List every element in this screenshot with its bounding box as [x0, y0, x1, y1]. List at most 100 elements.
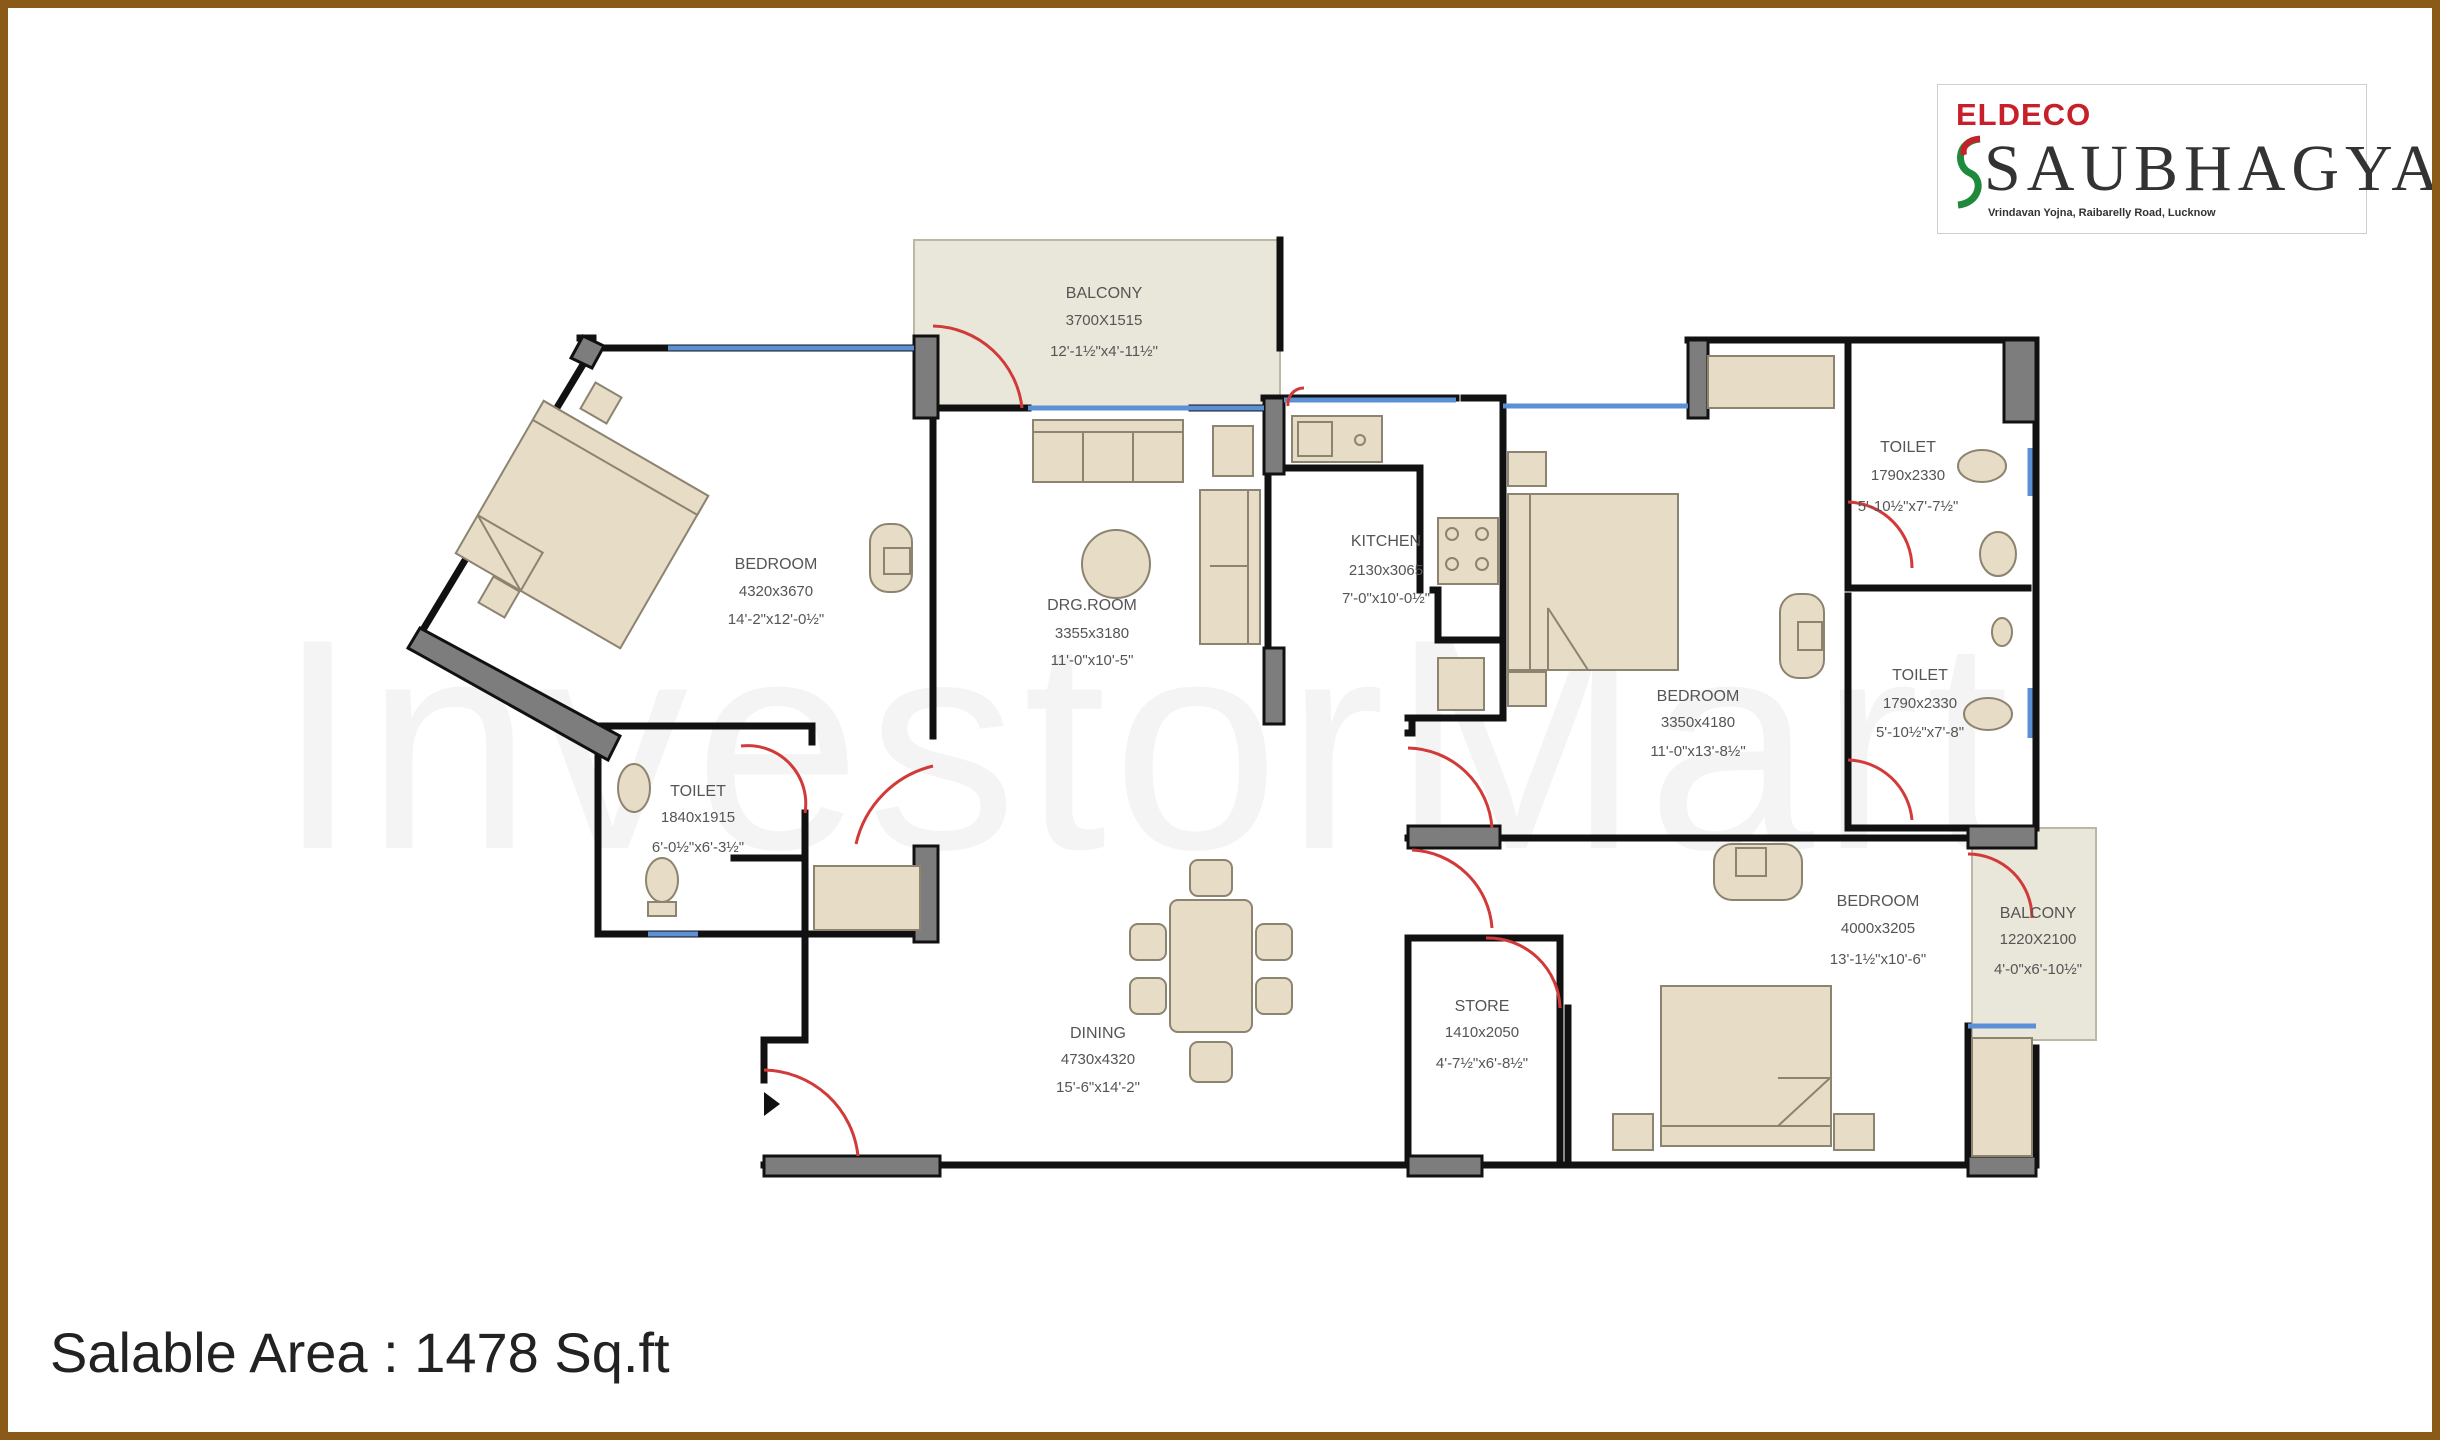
- room-name: TOILET: [670, 783, 726, 800]
- brand-name: ELDECO: [1956, 97, 2092, 132]
- room-name: BEDROOM: [1657, 688, 1740, 705]
- wc: [1957, 449, 2007, 483]
- counter: [813, 865, 921, 931]
- cooktop: [1437, 517, 1499, 585]
- room-size: 2130x3065: [1349, 562, 1423, 579]
- room-dims: 5'-10½"x7'-8": [1876, 724, 1964, 741]
- nightstand: [1507, 671, 1547, 707]
- project-logo: ELDECO SAUBHAGYAM Vrindavan Yojna, Raiba…: [1937, 84, 2432, 234]
- room-size: 1840x1915: [661, 809, 735, 826]
- fridge: [1437, 657, 1485, 711]
- door-swing: [740, 744, 808, 814]
- floor-plan: InvestorMart: [276, 236, 2097, 1178]
- column: [568, 334, 607, 370]
- bed-left: [454, 399, 710, 650]
- wc: [1963, 697, 2013, 731]
- coffee-table: [1081, 529, 1151, 599]
- room-labels: BALCONY 3700X1515 12'-1½"x4'-11½" BEDROO…: [652, 285, 2082, 1096]
- wall-kitchen-lower: [1429, 586, 1507, 644]
- room-dims: 15'-6"x14'-2": [1056, 1079, 1140, 1096]
- wc-cistern: [647, 901, 677, 917]
- room-dims: 14'-2"x12'-0½": [728, 611, 824, 628]
- bed-mid: [1507, 493, 1679, 671]
- column: [405, 625, 622, 763]
- study-desk-right: [1713, 843, 1803, 901]
- column: [762, 1154, 942, 1178]
- study-desk-left: [869, 523, 913, 593]
- column: [2002, 338, 2038, 424]
- room-size: 3350x4180: [1661, 714, 1735, 731]
- nightstand: [477, 575, 521, 619]
- room-dims: 11'-0"x10'-5": [1051, 652, 1134, 669]
- nightstand: [1507, 451, 1547, 487]
- sofa-2-seater: [1199, 489, 1261, 645]
- room-dims: 11'-0"x13'-8½": [1650, 743, 1745, 760]
- room-dims: 12'-1½"x4'-11½": [1050, 343, 1158, 360]
- furniture: [454, 355, 2033, 1157]
- column: [1262, 396, 1286, 476]
- room-size: 1790x2330: [1871, 467, 1945, 484]
- room-size: 1410x2050: [1445, 1024, 1519, 1041]
- door-swing: [1967, 852, 2034, 919]
- sofa-3-seater: [1032, 419, 1184, 483]
- swash-icon: [1957, 135, 1982, 209]
- room-dims: 6'-0½"x6'-3½": [652, 839, 744, 856]
- door-swing: [1407, 746, 1494, 829]
- room-name: BALCONY: [1066, 285, 1143, 302]
- study-desk-mid: [1779, 593, 1825, 679]
- wall-toilet-top: [1844, 336, 2032, 592]
- kitchen-sink: [1291, 415, 1383, 463]
- room-name: TOILET: [1892, 667, 1948, 684]
- column: [1686, 338, 1710, 420]
- room-dims: 7'-0"x10'-0½": [1342, 590, 1430, 607]
- door-swing: [763, 1068, 860, 1157]
- column: [1966, 824, 2038, 850]
- shower-tray: [1707, 355, 1835, 409]
- door-swing: [854, 764, 934, 845]
- room-name: DINING: [1070, 1025, 1126, 1042]
- counter: [1971, 1037, 2033, 1157]
- room-size: 3355x3180: [1055, 625, 1129, 642]
- column: [1406, 824, 1502, 850]
- column: [1406, 1154, 1484, 1178]
- room-dims: 13'-1½"x10'-6": [1830, 951, 1926, 968]
- project-name: SAUBHAGYAM: [1984, 132, 2440, 205]
- entry-arrow-icon: [764, 1092, 780, 1116]
- columns: [405, 334, 2038, 1178]
- door-swing: [1286, 386, 1305, 407]
- room-name: BEDROOM: [1837, 893, 1920, 910]
- room-name: DRG.ROOM: [1047, 597, 1137, 614]
- room-size: 4000x3205: [1841, 920, 1915, 937]
- wash-basin: [1991, 617, 2013, 647]
- nightstand: [579, 381, 623, 425]
- wc: [645, 857, 679, 903]
- door-swing: [1485, 936, 1562, 1009]
- column: [1966, 1154, 2038, 1178]
- balcony-top-floor: [913, 239, 1281, 409]
- room-name: BEDROOM: [735, 556, 818, 573]
- dining-table-set: [1129, 859, 1293, 1083]
- wall-store: [1404, 934, 1564, 1162]
- room-name: BALCONY: [2000, 905, 2077, 922]
- bed-right: [1660, 985, 1833, 1147]
- room-dims: 5'-10½"x7'-7½": [1858, 498, 1959, 515]
- salable-area: Salable Area : 1478 Sq.ft: [50, 1321, 670, 1384]
- room-name: KITCHEN: [1351, 533, 1421, 550]
- wall-toilet-left: [569, 722, 816, 746]
- room-dims: 4'-0"x6'-10½": [1994, 961, 2082, 978]
- door-swing: [1847, 758, 1914, 821]
- column: [912, 334, 940, 420]
- door-swing: [932, 324, 1024, 409]
- door-swing: [1847, 500, 1914, 569]
- wash-basin: [617, 763, 651, 813]
- wall-kitchen-counter: [1274, 464, 1424, 594]
- column: [1262, 646, 1286, 726]
- room-size: 4320x3670: [739, 583, 813, 600]
- wall-toilet-left-2: [594, 730, 808, 938]
- nightstand: [1833, 1113, 1875, 1151]
- room-name: TOILET: [1880, 439, 1936, 456]
- room-name: STORE: [1455, 998, 1510, 1015]
- wash-basin: [1979, 531, 2017, 577]
- windows: [648, 345, 2036, 1029]
